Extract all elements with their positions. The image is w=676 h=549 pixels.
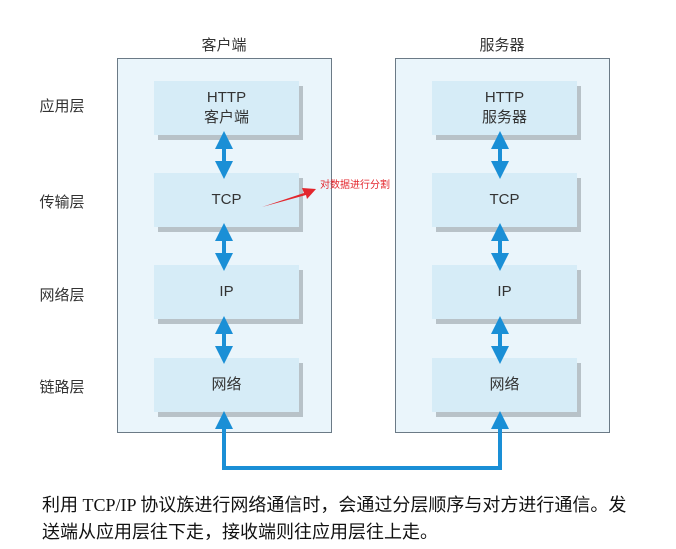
layer-label-link: 链路层 <box>39 379 85 396</box>
server-ip-box: IP <box>432 265 577 319</box>
layer-label-transport: 传输层 <box>39 194 85 211</box>
client-http-sublabel: 客户端 <box>203 109 249 126</box>
layer-label-network: 网络层 <box>39 287 85 304</box>
client-tcp-label: TCP <box>211 191 242 208</box>
client-title: 客户端 <box>201 37 247 54</box>
annotation-pointer-arrow <box>262 188 316 207</box>
server-link-label: 网络 <box>489 376 520 393</box>
client-tcp-box: TCP <box>154 173 299 227</box>
server-link-box: 网络 <box>432 358 577 412</box>
client-http-box: HTTP 客户端 <box>154 81 299 135</box>
client-ip-box: IP <box>154 265 299 319</box>
link-connection-arrow <box>215 411 509 470</box>
diagram-caption: 利用 TCP/IP 协议族进行网络通信时，会通过分层顺序与对方进行通信。发送端从… <box>42 495 627 542</box>
server-http-label: HTTP <box>484 89 525 106</box>
server-ip-label: IP <box>497 283 512 300</box>
annotation-text: 对数据进行分割 <box>320 180 390 191</box>
server-stack: HTTP 服务器 TCP IP 网络 <box>395 58 610 433</box>
server-title: 服务器 <box>479 37 525 54</box>
client-link-label: 网络 <box>211 376 242 393</box>
server-http-sublabel: 服务器 <box>481 109 527 126</box>
server-tcp-box: TCP <box>432 173 577 227</box>
layer-label-application: 应用层 <box>39 98 85 115</box>
client-http-label: HTTP <box>206 89 247 106</box>
client-ip-label: IP <box>219 283 234 300</box>
client-stack: HTTP 客户端 TCP IP 网络 <box>117 58 332 433</box>
server-tcp-label: TCP <box>489 191 520 208</box>
client-link-box: 网络 <box>154 358 299 412</box>
server-http-box: HTTP 服务器 <box>432 81 577 135</box>
